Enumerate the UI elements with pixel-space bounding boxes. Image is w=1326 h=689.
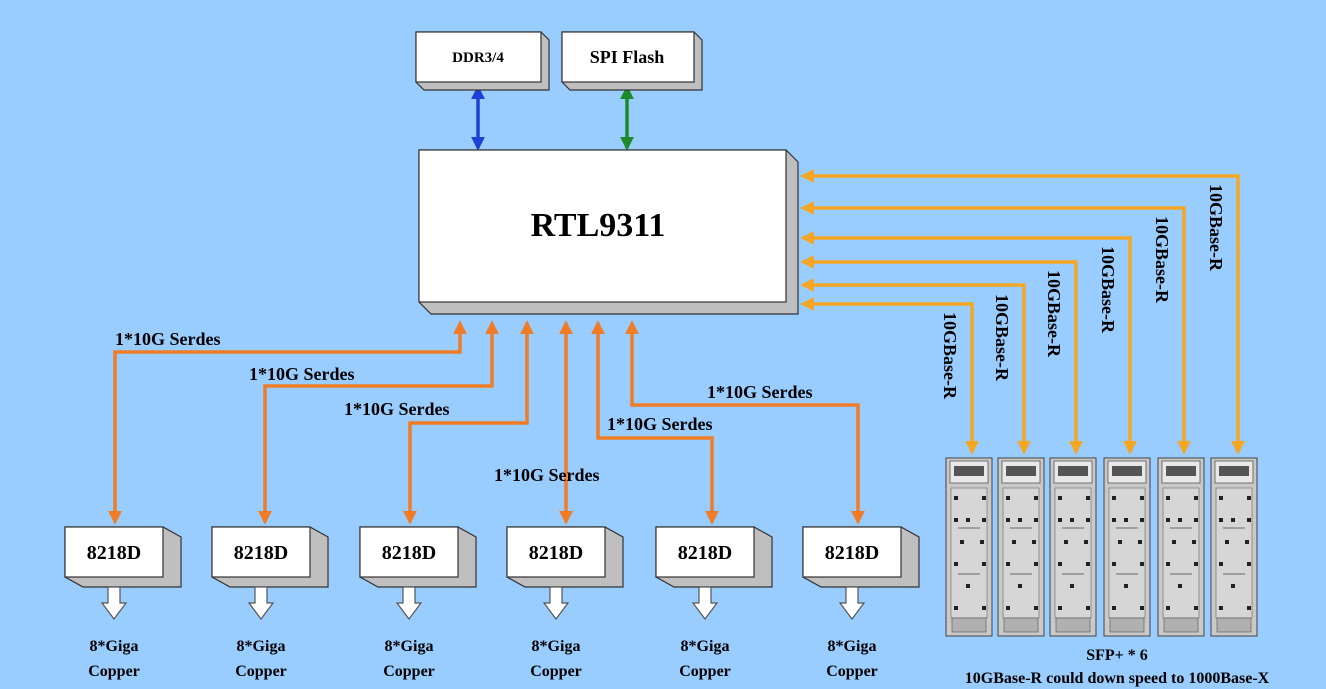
phy-chip-label: 8218D [825, 542, 879, 564]
copper-output-arrow [838, 586, 866, 620]
sfp-caption-count: SFP+ * 6 [1086, 647, 1148, 664]
sfp-link-6 [800, 169, 1245, 455]
copper-output-arrow [542, 586, 570, 620]
copper-output-label-line2: Copper [530, 663, 582, 680]
sfp-module-1 [945, 457, 993, 637]
sfp-module-2 [997, 457, 1045, 637]
sfp-label-2: 10GBase-R [992, 294, 1012, 382]
sfp-label-3: 10GBase-R [1044, 270, 1064, 358]
serdes-label-2: 1*10G Serdes [249, 364, 355, 384]
phy-chip-label: 8218D [529, 542, 583, 564]
phy-chip-label: 8218D [382, 542, 436, 564]
ddr-memory-box: DDR3/4 [415, 31, 550, 91]
spi-flash-label: SPI Flash [590, 47, 665, 67]
rtl9311-label: RTL9311 [531, 207, 666, 244]
copper-output-label-line1: 8*Giga [681, 638, 730, 655]
copper-output-label-line1: 8*Giga [828, 638, 877, 655]
copper-output-arrow [247, 586, 275, 620]
rtl9311-chip-box: RTL9311 [418, 149, 799, 315]
copper-output-label-line2: Copper [88, 663, 140, 680]
copper-output-label-line2: Copper [679, 663, 731, 680]
phy-chip-label: 8218D [234, 542, 288, 564]
ddr-label: DDR3/4 [452, 50, 504, 66]
sfp-modules [945, 457, 1258, 637]
phy-chip-label: 8218D [678, 542, 732, 564]
serdes-label-1: 1*10G Serdes [115, 329, 221, 349]
sfp-link-2 [800, 278, 1031, 455]
copper-output-label-line2: Copper [826, 663, 878, 680]
copper-output-label-line2: Copper [235, 663, 287, 680]
phy-chips: 8218D8*GigaCopper8218D8*GigaCopper8218D8… [64, 526, 920, 680]
sfp-module-5 [1157, 457, 1205, 637]
serdes-label-5: 1*10G Serdes [607, 414, 713, 434]
sfp-caption-speed: 10GBase-R could down speed to 1000Base-X [965, 670, 1270, 687]
copper-output-label-line1: 8*Giga [532, 638, 581, 655]
copper-output-arrow [691, 586, 719, 620]
serdes-link-6 [625, 320, 865, 525]
copper-output-label-line1: 8*Giga [237, 638, 286, 655]
sfp-label-4: 10GBase-R [1098, 246, 1118, 334]
serdes-label-4: 1*10G Serdes [494, 465, 600, 485]
sfp-label-1: 10GBase-R [940, 312, 960, 400]
phy-chip-label: 8218D [87, 542, 141, 564]
copper-output-label-line2: Copper [383, 663, 435, 680]
serdes-link-3 [403, 320, 534, 525]
spi-flash-box: SPI Flash [561, 31, 703, 91]
sfp-module-4 [1103, 457, 1151, 637]
serdes-label-6: 1*10G Serdes [707, 382, 813, 402]
copper-output-label-line1: 8*Giga [385, 638, 434, 655]
sfp-link-4 [800, 231, 1137, 455]
sfp-module-3 [1049, 457, 1097, 637]
sfp-link-3 [800, 255, 1083, 455]
copper-output-arrow [100, 586, 128, 620]
sfp-label-6: 10GBase-R [1206, 184, 1226, 272]
serdes-label-3: 1*10G Serdes [344, 399, 450, 419]
copper-output-arrow [395, 586, 423, 620]
copper-output-label-line1: 8*Giga [90, 638, 139, 655]
sfp-module-6 [1210, 457, 1258, 637]
sfp-label-5: 10GBase-R [1152, 216, 1172, 304]
